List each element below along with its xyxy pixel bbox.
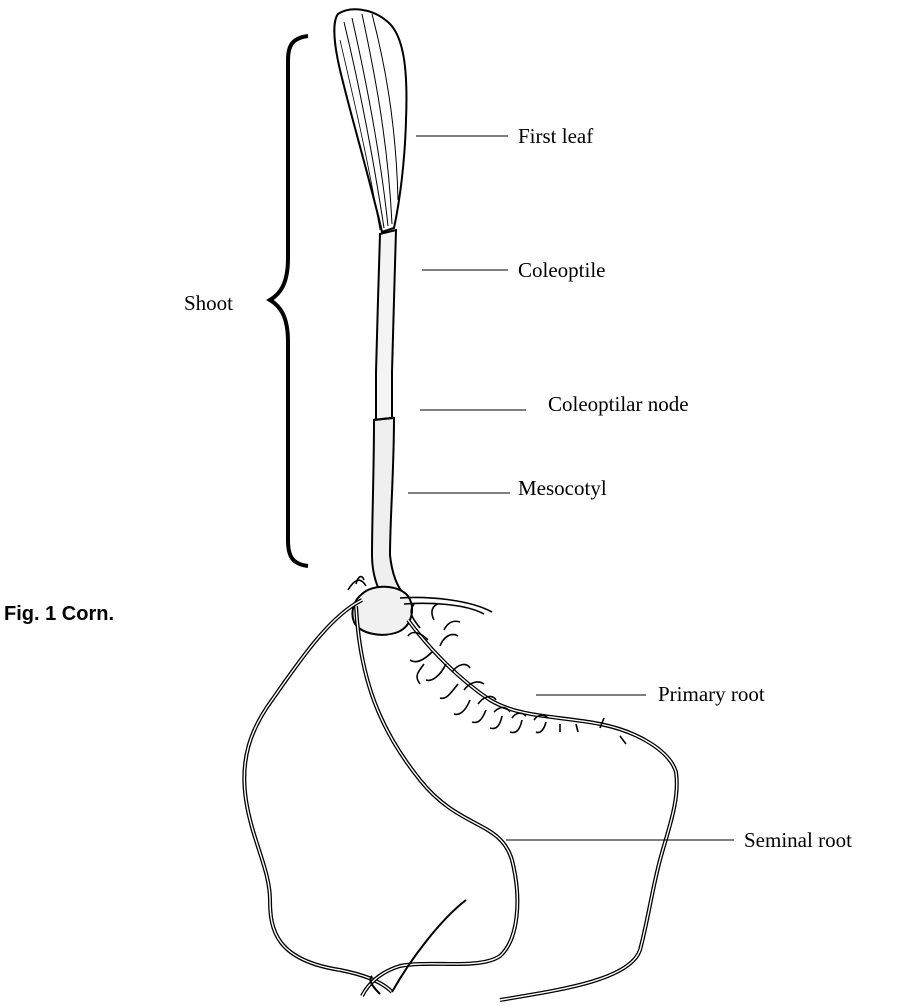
figure-caption: Fig. 1 Corn. bbox=[4, 604, 114, 624]
label-seminal-root: Seminal root bbox=[744, 830, 852, 851]
label-primary-root: Primary root bbox=[658, 684, 765, 705]
seminal-root bbox=[244, 600, 517, 996]
label-coleoptile: Coleoptile bbox=[518, 260, 606, 281]
label-shoot: Shoot bbox=[184, 293, 233, 314]
label-first-leaf: First leaf bbox=[518, 126, 593, 147]
mesocotyl bbox=[372, 418, 404, 598]
seed-kernel bbox=[352, 587, 412, 635]
coleoptile bbox=[376, 230, 396, 420]
first-leaf bbox=[334, 9, 406, 232]
label-mesocotyl: Mesocotyl bbox=[518, 478, 607, 499]
primary-root bbox=[408, 620, 677, 1000]
shoot-bracket bbox=[270, 36, 308, 566]
label-coleoptilar-node: Coleoptilar node bbox=[548, 394, 689, 415]
